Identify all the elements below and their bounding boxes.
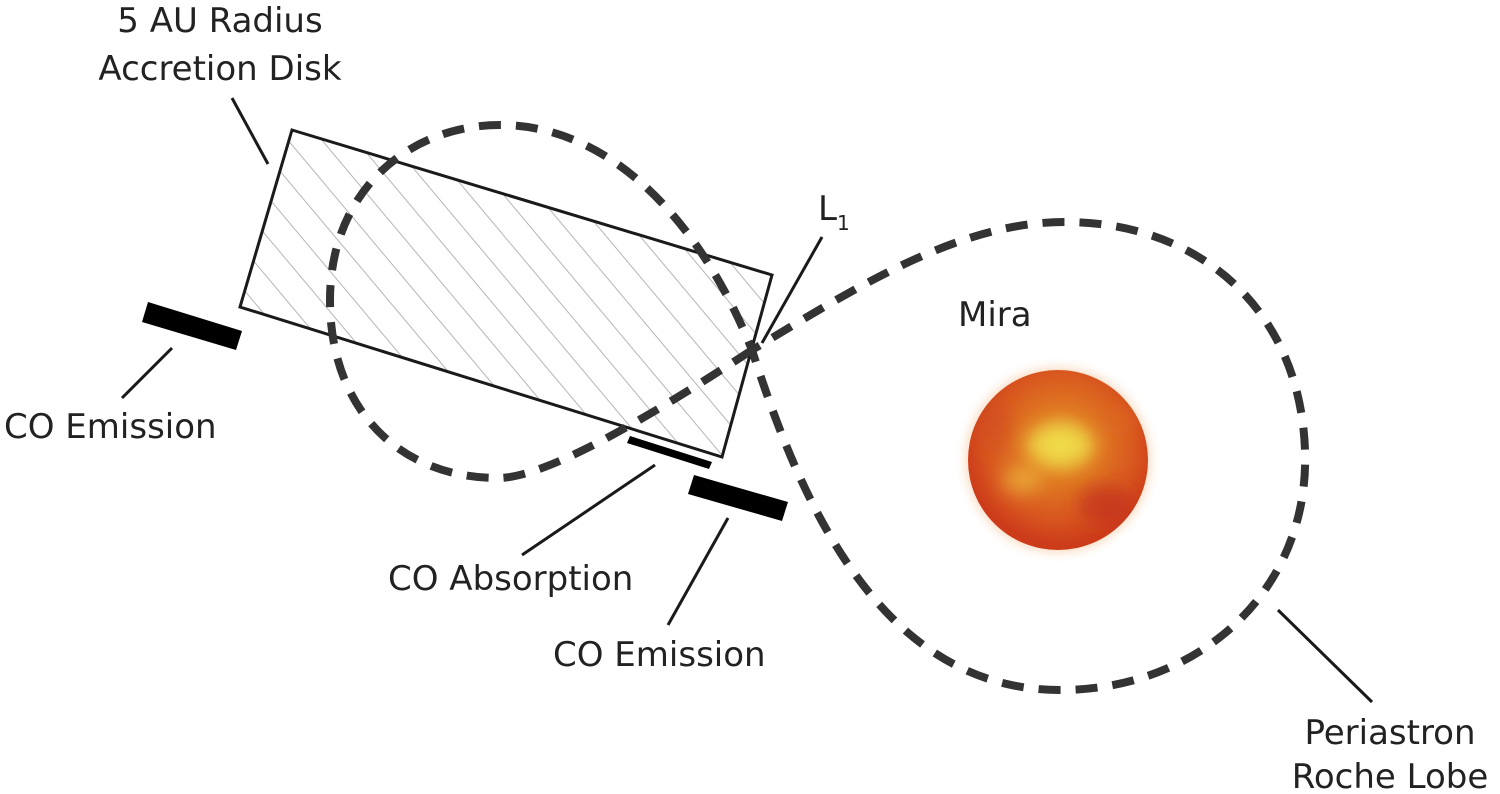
co-emission-left-leader (120, 346, 174, 400)
periastron-roche-lobe (325, 120, 1310, 695)
co-absorption-bar (627, 436, 712, 469)
roche-label-line2: Roche Lobe (1292, 757, 1489, 794)
co-emission-right-label: CO Emission (553, 635, 766, 675)
l1-label: L1 (818, 189, 850, 235)
co-absorption-leader (521, 463, 656, 557)
co-absorption-label: CO Absorption (388, 559, 633, 599)
co-emission-bar-left (142, 302, 242, 350)
l1-leader-line (760, 236, 824, 344)
roche-leader-line (1276, 608, 1374, 704)
disk-leader-line (230, 97, 270, 165)
disk-label-line2: Accretion Disk (98, 49, 341, 89)
co-emission-right-leader (666, 517, 730, 626)
mira-label: Mira (958, 295, 1032, 335)
co-emission-bar-right (688, 475, 788, 521)
accretion-disk (238, 128, 774, 459)
co-emission-left-label: CO Emission (4, 407, 217, 447)
disk-label-line1: 5 AU Radius (117, 1, 322, 41)
mira-star (954, 356, 1162, 564)
roche-label-line1: Periastron (1304, 713, 1475, 753)
